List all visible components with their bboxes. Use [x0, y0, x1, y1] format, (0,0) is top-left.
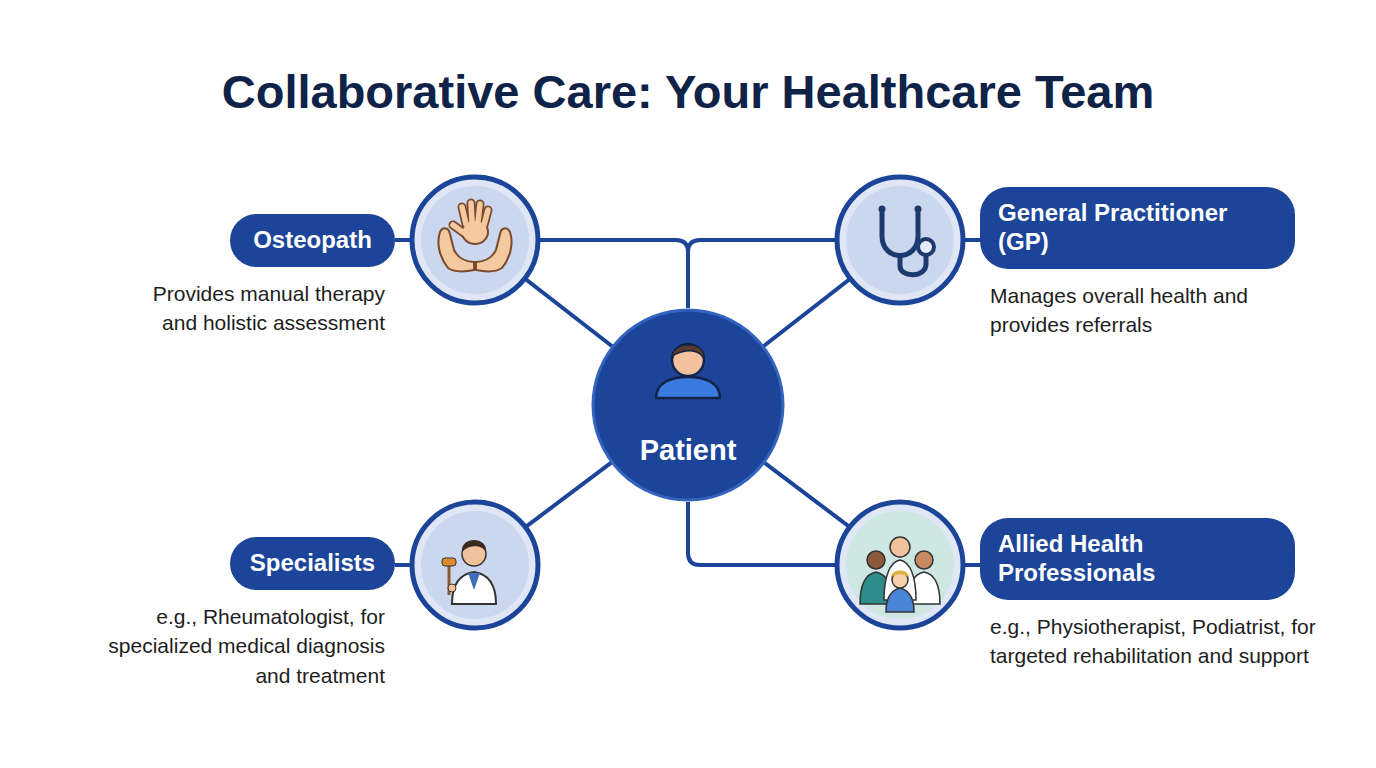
- role-description: Manages overall health and provides refe…: [990, 281, 1290, 340]
- role-title: Osteopath: [253, 226, 372, 253]
- icon-circle: [837, 177, 963, 303]
- role-node: OsteopathProvides manual therapy and hol…: [120, 214, 395, 338]
- role-pill: General Practitioner (GP): [980, 187, 1295, 269]
- hand-fingers: [453, 203, 488, 233]
- person-head: [890, 537, 910, 557]
- stethoscope-icon: [837, 177, 963, 303]
- role-pill: Osteopath: [230, 214, 395, 267]
- role-title: General Practitioner (GP): [998, 199, 1227, 255]
- role-description: e.g., Physiotherapist, Podiatrist, for t…: [990, 612, 1325, 671]
- role-description: Provides manual therapy and holistic ass…: [120, 279, 385, 338]
- icon-inner: [421, 186, 529, 294]
- stethoscope-tube: [900, 254, 926, 275]
- circle-outline: [591, 308, 785, 502]
- role-title: Specialists: [250, 549, 375, 576]
- person-hair: [891, 571, 909, 579]
- chestpiece: [918, 239, 934, 255]
- junction-line: [538, 240, 837, 565]
- diagram-title: Collaborative Care: Your Healthcare Team: [0, 64, 1376, 120]
- doctor-hair: [462, 540, 486, 552]
- role-pill: Specialists: [230, 537, 395, 590]
- role-title: Allied Health Professionals: [998, 530, 1155, 586]
- doctor-coat: [452, 572, 496, 604]
- patient-circle: Patient: [591, 308, 785, 502]
- role-pill: Allied Health Professionals: [980, 518, 1295, 600]
- doctor-hand: [448, 584, 456, 592]
- icon-circle: [412, 177, 538, 303]
- person-head: [867, 551, 885, 569]
- person-head: [915, 551, 933, 569]
- hands-icon: [412, 177, 538, 303]
- ear-tip: [915, 206, 922, 213]
- team-icon: [837, 502, 963, 628]
- role-node: Specialists e.g., Rheumatologist, for spe…: [85, 537, 395, 690]
- icon-circle: [837, 502, 963, 628]
- stethoscope-tube: [882, 212, 918, 256]
- role-description: e.g., Rheumatologist, for specialized me…: [85, 602, 385, 690]
- circle-fill: [593, 310, 783, 500]
- node-label: Patient: [591, 432, 785, 468]
- doctor-icon: [412, 502, 538, 628]
- icon-inner: [846, 186, 954, 294]
- person-body: [886, 588, 914, 612]
- icon-inner: [421, 511, 529, 619]
- hammer-head: [442, 558, 456, 566]
- icon-circle: [412, 502, 538, 628]
- role-node: General Practitioner (GP) Manages overall…: [980, 187, 1295, 339]
- ear-tip: [879, 206, 886, 213]
- icon-inner: [846, 511, 954, 619]
- role-node: Allied Health Professionals e.g., Physiot…: [980, 518, 1325, 670]
- doctor-shirt: [468, 573, 480, 590]
